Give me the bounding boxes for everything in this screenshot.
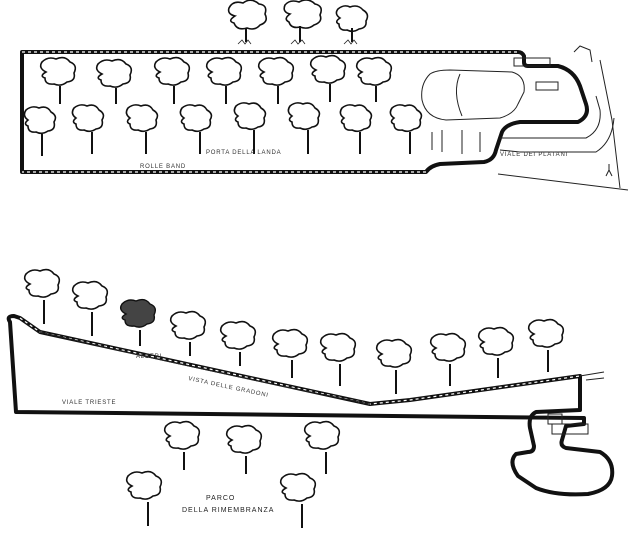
top-inner-loop [421, 69, 525, 121]
top-label-center: PORTA DELLA LANDA [206, 150, 281, 156]
tree [283, 0, 322, 45]
tree [125, 470, 163, 526]
tree [389, 104, 423, 154]
tree [477, 326, 515, 378]
bottom-plan: ALBERI VISTA DELLE GRADONI VIALE TRIESTE… [6, 268, 615, 528]
bottom-slope-line [39, 331, 371, 405]
tree [227, 0, 267, 45]
top-row-above-trees [227, 0, 369, 45]
tree [303, 420, 341, 474]
bottom-park-trees [125, 420, 341, 528]
tree [257, 56, 295, 104]
top-person-figure [605, 164, 613, 177]
top-label-road: VIALE DEI PLATANI [500, 152, 568, 158]
tree [71, 280, 109, 336]
tree [339, 104, 373, 154]
tree [23, 268, 61, 324]
top-plan: ROLLE BAND PORTA DELLA LANDA VIALE DEI P… [20, 0, 629, 191]
bottom-pit-building [551, 423, 589, 435]
top-building [513, 57, 551, 67]
tree [309, 54, 347, 102]
tree [233, 102, 267, 154]
tree [179, 104, 213, 154]
top-right-road-edge [500, 95, 601, 139]
bottom-label-park-2: DELLA RIMEMBRANZA [182, 507, 274, 514]
tree [125, 104, 159, 154]
tree [39, 56, 77, 104]
tree [71, 104, 105, 154]
bottom-label-small-tree: ALBERI [136, 354, 162, 360]
tree [225, 424, 263, 474]
tree [163, 420, 201, 470]
tree [169, 310, 207, 356]
tree [119, 298, 157, 346]
top-shed [535, 81, 559, 91]
tree [153, 56, 191, 104]
tree [205, 56, 243, 104]
bottom-label-park-1: PARCO [206, 495, 235, 502]
tree [23, 106, 57, 156]
bottom-label-road: VIALE TRIESTE [62, 400, 116, 406]
tree [429, 332, 467, 386]
tree [219, 320, 257, 366]
tree [279, 472, 317, 528]
top-inner-upper-trees [39, 54, 393, 104]
bottom-upper-trees [23, 268, 565, 394]
top-circuit-road [20, 50, 589, 174]
tree [287, 102, 321, 154]
tree [319, 332, 357, 386]
top-label-grass: ROLLE BAND [140, 164, 186, 170]
tree [375, 338, 413, 394]
tree [95, 58, 133, 104]
tree [355, 56, 393, 102]
tree [271, 328, 309, 378]
tree [335, 5, 369, 45]
bottom-circuit-road [6, 314, 615, 497]
tree [527, 318, 565, 372]
top-inner-lower-trees [23, 102, 423, 156]
